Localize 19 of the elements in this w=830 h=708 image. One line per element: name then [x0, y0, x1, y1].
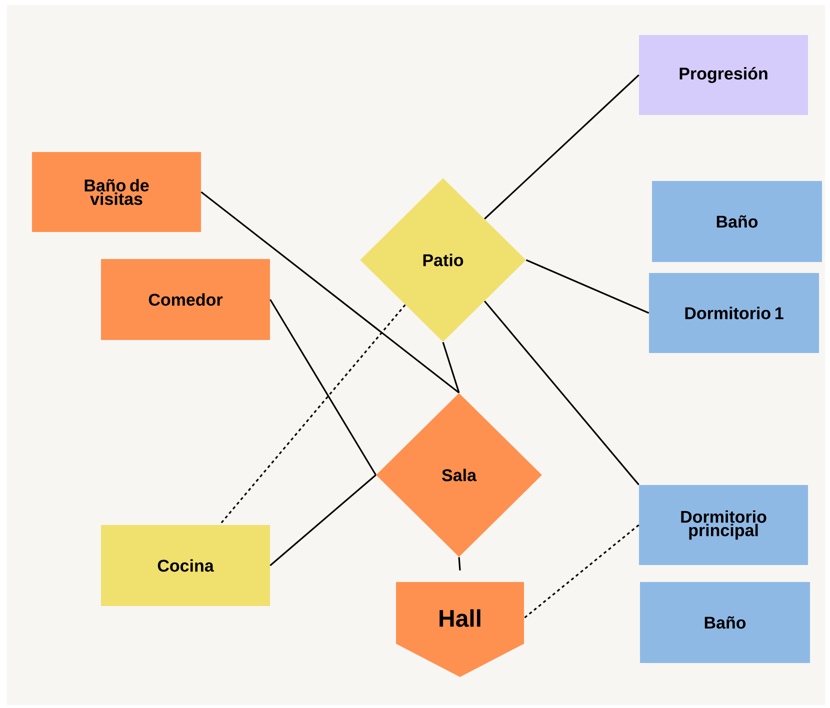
connector-line [270, 299, 376, 476]
room-box: Progresión [639, 35, 808, 115]
connector-line [484, 74, 640, 220]
room-box: Comedor [101, 259, 270, 340]
room-pentagon: Hall [396, 582, 524, 677]
connector-line [526, 259, 650, 314]
connector-line [524, 524, 640, 619]
connector-line [270, 474, 376, 566]
connector-line [458, 557, 461, 570]
room-box: Cocina [101, 525, 270, 606]
room-box: Baño [652, 181, 822, 262]
room-box: Dormitorio 1 [649, 273, 819, 353]
room-box: Dormitorio principal [639, 485, 808, 565]
connector-line [200, 191, 460, 394]
room-box: Baño [640, 582, 810, 663]
connector-line [219, 304, 406, 526]
room-box: Baño de visitas [32, 152, 201, 232]
connector-line [442, 342, 460, 394]
connector-line [484, 300, 640, 486]
